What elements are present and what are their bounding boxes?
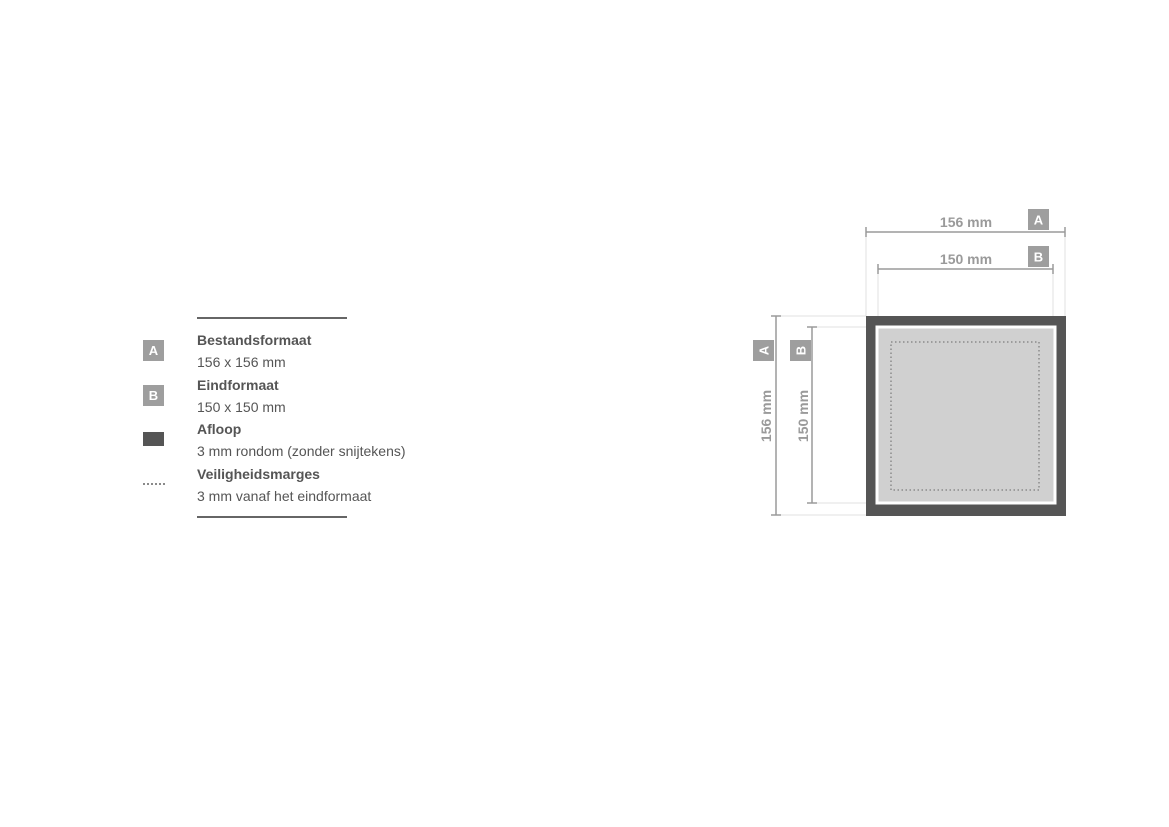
legend-top-rule <box>197 317 347 319</box>
final-size-area <box>875 325 1057 505</box>
badge-b-top-icon <box>1028 246 1049 267</box>
badge-b-icon: B <box>143 385 164 406</box>
legend-title-final-size: Eindformaat <box>197 377 279 393</box>
dimension-line-a-horizontal <box>865 227 1066 237</box>
badge-a-icon: A <box>143 340 164 361</box>
legend-title-bleed: Afloop <box>197 421 242 437</box>
legend-desc-safety-margin: 3 mm vanaf het eindformaat <box>197 488 372 504</box>
dimension-line-b-horizontal <box>877 264 1054 274</box>
final-size-width-label: 150 mm <box>940 251 992 267</box>
dimension-line-a-vertical <box>771 315 781 516</box>
dimension-line-b-vertical <box>807 326 817 504</box>
legend-title-file-size: Bestandsformaat <box>197 332 312 348</box>
badge-b-side-label: B <box>794 346 809 355</box>
legend-desc-bleed: 3 mm rondom (zonder snijtekens) <box>197 443 406 459</box>
badge-a-side-label: A <box>757 345 772 355</box>
legend-desc-final-size: 150 x 150 mm <box>197 399 286 415</box>
legend-title-safety-margin: Veiligheidsmarges <box>197 466 320 482</box>
final-size-height-label: 150 mm <box>795 390 811 442</box>
badge-a-top-label: A <box>1034 213 1044 228</box>
badge-a-top-icon <box>1028 209 1049 230</box>
legend-desc-file-size: 156 x 156 mm <box>197 354 286 370</box>
file-size-width-label: 156 mm <box>940 214 992 230</box>
badge-a-side-icon <box>753 340 774 361</box>
dotted-line-icon <box>143 483 165 485</box>
bleed-swatch-icon <box>143 432 164 446</box>
badge-b-top-label: B <box>1034 250 1043 265</box>
file-size-height-label: 156 mm <box>758 390 774 442</box>
legend-bottom-rule <box>197 516 347 518</box>
badge-b-side-icon <box>790 340 811 361</box>
